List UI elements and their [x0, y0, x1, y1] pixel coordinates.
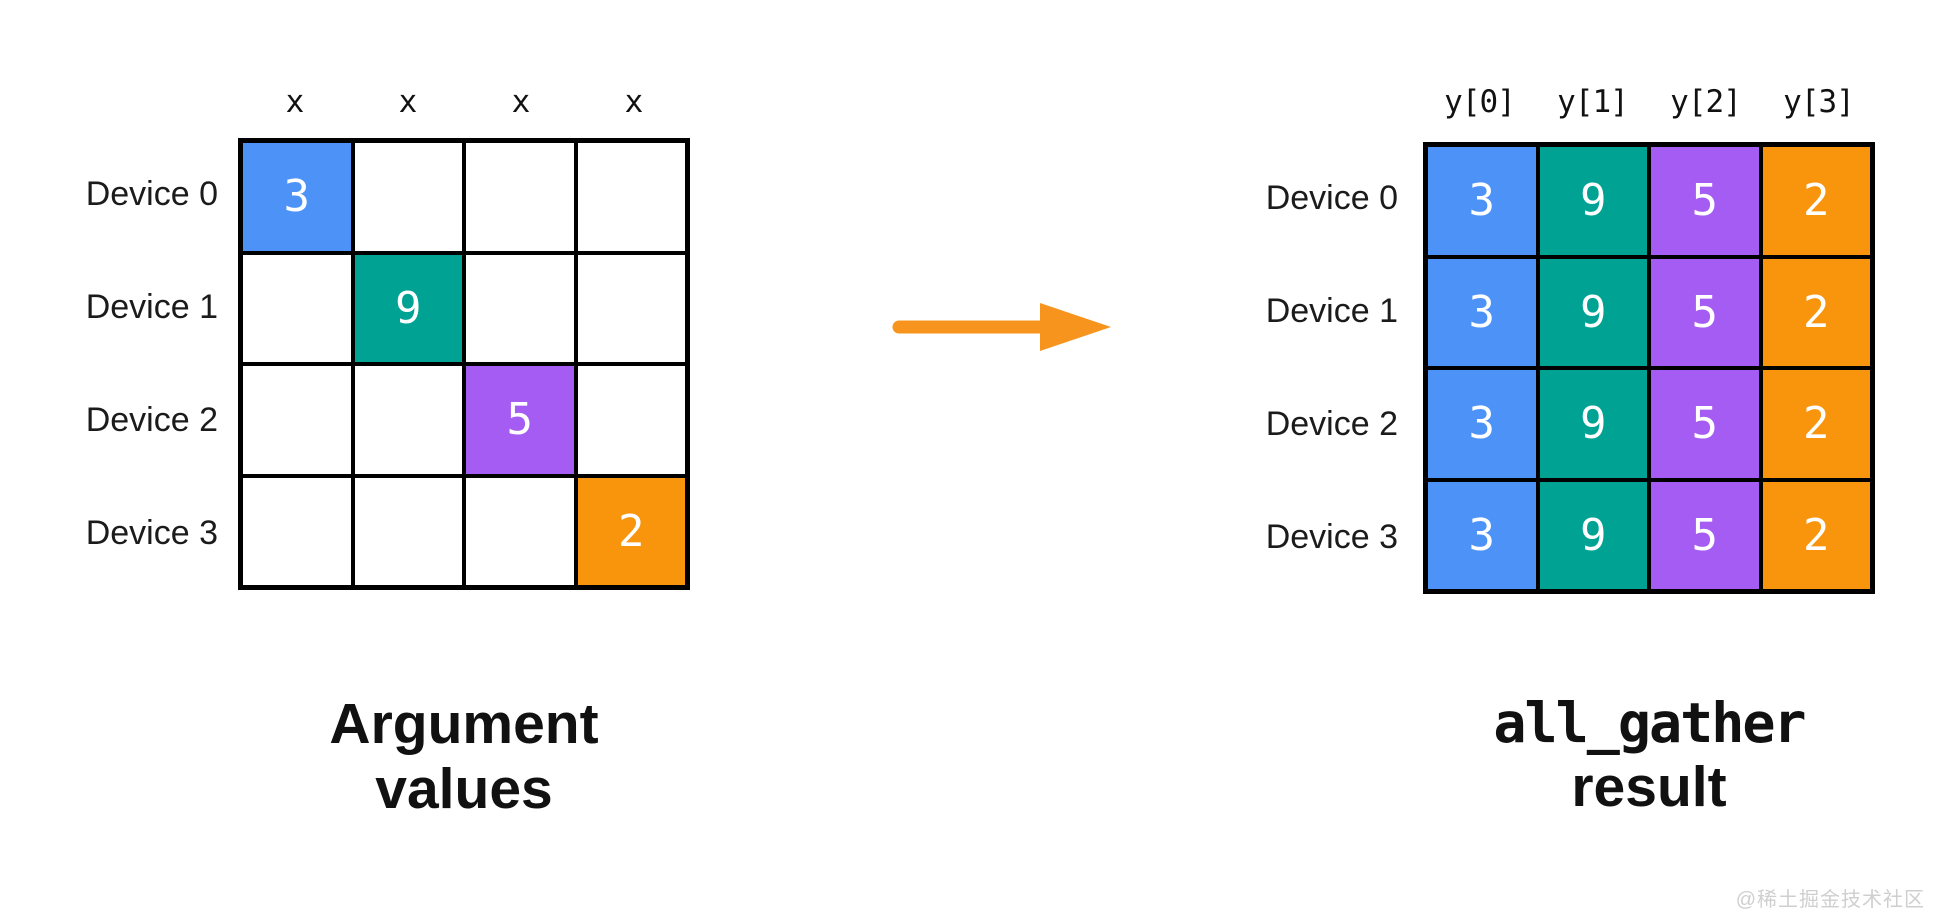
- left-row-labels: Device 0 Device 1 Device 2 Device 3: [48, 138, 218, 590]
- grid-cell: 3: [1426, 145, 1538, 257]
- right-row-label-0: Device 0: [1265, 179, 1398, 217]
- grid-cell: 2: [1760, 145, 1872, 257]
- right-col-header-0: y[0]: [1444, 84, 1516, 120]
- grid-cell: 3: [1426, 256, 1538, 368]
- grid-cell: [464, 475, 576, 587]
- right-row-labels: Device 0 Device 1 Device 2 Device 3: [1228, 142, 1398, 594]
- grid-cell: [464, 252, 576, 364]
- grid-cell: [464, 141, 576, 253]
- right-column-headers: y[0] y[1] y[2] y[3]: [1423, 78, 1875, 126]
- grid-cell: 3: [1426, 479, 1538, 591]
- grid-cell: 9: [1537, 368, 1649, 480]
- grid-cell: [241, 252, 353, 364]
- grid-cell: 2: [1760, 479, 1872, 591]
- grid-cell: 5: [464, 364, 576, 476]
- grid-cell: 9: [352, 252, 464, 364]
- grid-cell: 5: [1649, 368, 1761, 480]
- grid-cell: 5: [1649, 256, 1761, 368]
- grid-cell: 2: [1760, 256, 1872, 368]
- right-row-label-1: Device 1: [1265, 292, 1398, 330]
- grid-cell: 3: [1426, 368, 1538, 480]
- left-row-label-3: Device 3: [85, 514, 218, 552]
- grid-cell: [241, 364, 353, 476]
- left-row-label-2: Device 2: [85, 401, 218, 439]
- right-title-line2: result: [1571, 754, 1727, 819]
- left-col-header-1: x: [398, 84, 418, 120]
- grid-cell: 9: [1537, 479, 1649, 591]
- grid-cell: [575, 141, 687, 253]
- left-title-line2: values: [375, 756, 553, 821]
- grid-cell: [575, 364, 687, 476]
- right-title-line1: all_gather: [1493, 691, 1806, 755]
- left-col-header-0: x: [285, 84, 305, 120]
- grid-cell: [352, 475, 464, 587]
- grid-cell: [352, 364, 464, 476]
- grid-cell: 3: [241, 141, 353, 253]
- grid-cell: 2: [1760, 368, 1872, 480]
- left-row-label-0: Device 0: [85, 175, 218, 213]
- right-col-header-1: y[1]: [1557, 84, 1629, 120]
- grid-cell: 5: [1649, 145, 1761, 257]
- grid-cell: 2: [575, 475, 687, 587]
- argument-values-grid: 3 9 5 2: [238, 138, 690, 590]
- right-col-header-2: y[2]: [1670, 84, 1742, 120]
- left-column-headers: x x x x: [238, 78, 690, 126]
- watermark: @稀土掘金技术社区: [1735, 889, 1925, 911]
- left-title: Argument values: [184, 692, 744, 822]
- right-col-header-3: y[3]: [1783, 84, 1855, 120]
- left-row-label-1: Device 1: [85, 288, 218, 326]
- arrow-icon: [892, 303, 1111, 351]
- left-col-header-2: x: [511, 84, 531, 120]
- right-row-label-3: Device 3: [1265, 518, 1398, 556]
- grid-cell: [575, 252, 687, 364]
- all-gather-result-grid: 3 9 5 2 3 9 5 2 3 9 5 2 3 9 5 2: [1423, 142, 1875, 594]
- left-title-line1: Argument: [329, 692, 599, 756]
- grid-cell: 9: [1537, 145, 1649, 257]
- grid-cell: 5: [1649, 479, 1761, 591]
- right-title: all_gather result: [1369, 692, 1929, 820]
- grid-cell: 9: [1537, 256, 1649, 368]
- grid-cell: [352, 141, 464, 253]
- right-row-label-2: Device 2: [1265, 405, 1398, 443]
- left-col-header-3: x: [624, 84, 644, 120]
- grid-cell: [241, 475, 353, 587]
